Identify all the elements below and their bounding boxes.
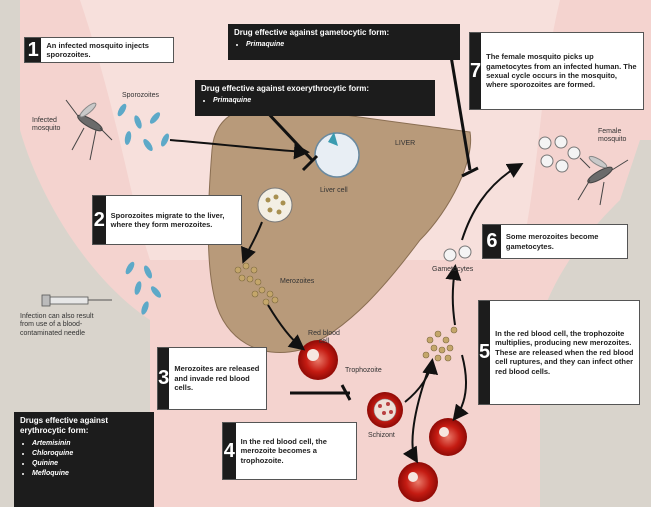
step-1-text: An infected mosquito injects sporozoites… <box>41 38 173 62</box>
drug-erythrocytic-item: Chloroquine <box>32 449 148 458</box>
label-needle-infection: Infection can also result from use of a … <box>20 313 98 338</box>
step-4-box: 4 In the red blood cell, the merozoite b… <box>222 422 357 480</box>
drug-erythrocytic-item: Quinine <box>32 459 148 468</box>
label-gametocytes: Gametocytes <box>432 266 473 274</box>
label-trophozoite: Trophozoite <box>345 367 382 375</box>
step-3-number: 3 <box>158 348 169 409</box>
drug-erythrocytic-item: Artemisinin <box>32 439 148 448</box>
drug-exoerythrocytic-title: Drug effective against exoerythrocytic f… <box>201 84 429 94</box>
step-6-number: 6 <box>483 225 501 258</box>
label-infected-mosquito: Infected mosquito <box>32 117 82 134</box>
drug-erythrocytic-box: Drugs effective against erythrocytic for… <box>14 412 154 507</box>
label-female-mosquito: Female mosquito <box>598 128 642 145</box>
step-1-number: 1 <box>25 38 41 62</box>
drug-exoerythrocytic-item: Primaquine <box>213 96 429 105</box>
step-2-number: 2 <box>93 196 106 244</box>
label-red-blood-cell: Red blood cell <box>304 330 344 347</box>
liver-schizont-shape <box>258 188 292 222</box>
drug-erythrocytic-title: Drugs effective against erythrocytic for… <box>20 416 148 437</box>
drug-gametocytic-title: Drug effective against gametocytic form: <box>234 28 454 38</box>
step-1-box: 1 An infected mosquito injects sporozoit… <box>24 37 174 63</box>
step-6-text: Some merozoites become gametocytes. <box>501 225 627 258</box>
step-7-text: The female mosquito picks up gametocytes… <box>481 33 643 109</box>
label-liver-cell: Liver cell <box>320 187 348 195</box>
label-liver: LIVER <box>395 140 415 148</box>
step-5-number: 5 <box>479 301 490 404</box>
step-7-box: 7 The female mosquito picks up gametocyt… <box>469 32 644 110</box>
step-4-number: 4 <box>223 423 236 479</box>
step-6-box: 6 Some merozoites become gametocytes. <box>482 224 628 259</box>
step-5-box: 5 In the red blood cell, the trophozoite… <box>478 300 640 405</box>
label-sporozoites: Sporozoites <box>122 92 159 100</box>
drug-gametocytic-box: Drug effective against gametocytic form:… <box>228 24 460 60</box>
drug-erythrocytic-item: Mefloquine <box>32 469 148 478</box>
label-merozoites: Merozoites <box>280 278 314 286</box>
step-5-text: In the red blood cell, the trophozoite m… <box>490 301 639 404</box>
drug-exoerythrocytic-box: Drug effective against exoerythrocytic f… <box>195 80 435 116</box>
drug-gametocytic-item: Primaquine <box>246 40 454 49</box>
label-schizont: Schizont <box>368 432 395 440</box>
step-2-text: Sporozoites migrate to the liver, where … <box>106 196 241 244</box>
step-2-box: 2 Sporozoites migrate to the liver, wher… <box>92 195 242 245</box>
step-7-number: 7 <box>470 33 481 109</box>
syringe-shape <box>42 295 112 306</box>
step-3-text: Merozoites are released and invade red b… <box>169 348 266 409</box>
liver-cell-shape <box>315 133 359 177</box>
step-3-box: 3 Merozoites are released and invade red… <box>157 347 267 410</box>
step-4-text: In the red blood cell, the merozoite bec… <box>236 423 356 479</box>
